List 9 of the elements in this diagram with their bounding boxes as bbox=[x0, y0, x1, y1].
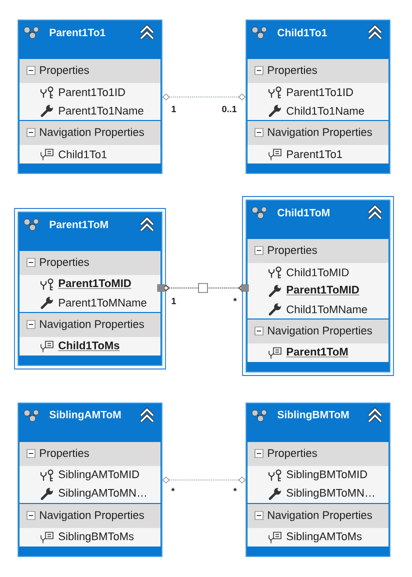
multiplicity-label: 1 bbox=[172, 106, 176, 112]
association-line bbox=[162, 94, 246, 100]
multiplicity-label: 1 bbox=[172, 298, 176, 304]
association-line bbox=[157, 283, 249, 293]
multiplicity-label: * bbox=[233, 488, 237, 492]
multiplicity-label: * bbox=[233, 298, 237, 302]
association-line bbox=[162, 476, 246, 484]
multiplicity-label: 0..1 bbox=[222, 106, 237, 112]
multiplicity-label: * bbox=[171, 488, 175, 492]
